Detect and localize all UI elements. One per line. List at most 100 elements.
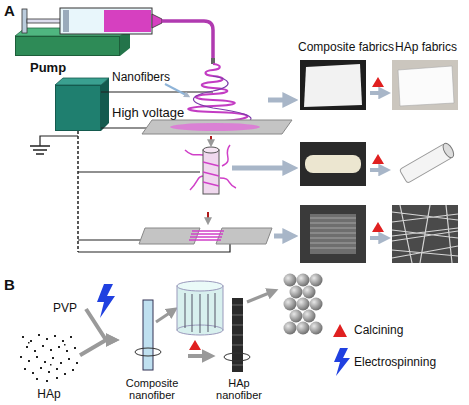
node-text: HAp nanofiber bbox=[212, 377, 266, 402]
drum-collector bbox=[203, 150, 219, 194]
legend-electrospinning-symbol bbox=[334, 348, 350, 376]
grain bbox=[310, 274, 323, 287]
electrode-plate bbox=[216, 228, 272, 244]
polymer-solution bbox=[104, 10, 151, 32]
sem-fibers bbox=[392, 205, 458, 263]
grain bbox=[290, 310, 303, 323]
photo-hap-fabric bbox=[392, 60, 458, 110]
legend-text: Electrospinning bbox=[354, 355, 436, 369]
node-text: High voltage bbox=[112, 106, 184, 121]
grain bbox=[297, 274, 310, 287]
node-text: Pump bbox=[30, 61, 66, 76]
grain bbox=[284, 322, 297, 335]
plunger-handle bbox=[22, 9, 27, 33]
composite-nanofiber: Composite nanofiber bbox=[116, 296, 188, 402]
nanofiber-jet bbox=[193, 76, 251, 124]
grain bbox=[290, 286, 303, 299]
rotation-arrow bbox=[210, 136, 212, 144]
hap-tube bbox=[399, 142, 455, 184]
photo-composite-tube bbox=[300, 142, 366, 186]
grain bbox=[297, 298, 310, 311]
pump-block: Pump bbox=[15, 36, 120, 56]
process-arrow bbox=[274, 234, 292, 239]
electrode-plate bbox=[139, 228, 200, 244]
panel-letter: A bbox=[4, 2, 15, 19]
ground-wire bbox=[40, 136, 78, 146]
process-arrow bbox=[232, 166, 292, 171]
part-label: Nanofibers bbox=[112, 70, 170, 84]
process-arrow bbox=[268, 98, 292, 103]
syringe-barrel bbox=[60, 8, 152, 34]
panel-letter: B bbox=[4, 276, 15, 293]
cross-section-ring bbox=[135, 348, 161, 356]
column-heading: Composite fabrics bbox=[298, 40, 394, 54]
process-arrow bbox=[370, 168, 386, 172]
node-text: Composite nanofiber bbox=[116, 377, 188, 402]
legend-calcining-symbol bbox=[333, 324, 347, 337]
hap-source: HAp bbox=[18, 330, 80, 402]
grain bbox=[303, 310, 316, 323]
aligned-fibers bbox=[189, 231, 224, 240]
plunger-head bbox=[63, 10, 69, 32]
process-connector bbox=[86, 309, 114, 340]
hap-particles bbox=[20, 334, 78, 382]
pointer-arrow bbox=[165, 84, 188, 96]
sem-image bbox=[392, 205, 458, 263]
legend-text: Calcining bbox=[354, 323, 403, 337]
fiber-stripes bbox=[310, 218, 356, 248]
ground-wire-dotted bbox=[77, 131, 79, 252]
grain bbox=[284, 298, 297, 311]
hap-nanofiber: HAp nanofiber bbox=[212, 296, 266, 402]
ground-symbol bbox=[30, 146, 50, 154]
grain bbox=[303, 286, 316, 299]
calcining-triangle bbox=[372, 77, 384, 87]
electrode-wire bbox=[78, 239, 142, 240]
feed-tube bbox=[162, 21, 213, 60]
drum-top bbox=[203, 147, 219, 153]
grain bbox=[310, 322, 323, 335]
hv-top bbox=[55, 78, 109, 85]
flat-collector bbox=[142, 120, 292, 134]
electrospinning-symbol bbox=[97, 284, 115, 318]
calcining-triangle bbox=[372, 222, 384, 232]
plunger-rod bbox=[27, 19, 63, 23]
tube-end bbox=[441, 142, 456, 160]
deposit-arrow bbox=[207, 212, 209, 222]
composite-fiber bbox=[143, 300, 153, 370]
photo-composite-aligned bbox=[300, 205, 366, 263]
fiber-texture bbox=[232, 305, 243, 365]
hv-side bbox=[101, 78, 109, 131]
high-voltage-supply: High voltage bbox=[55, 85, 101, 131]
grain-column bbox=[284, 274, 323, 335]
node-text: HAp bbox=[37, 388, 60, 402]
calcining-triangle bbox=[372, 154, 384, 164]
pvp-source: PVP bbox=[44, 300, 86, 318]
cross-section-ring bbox=[224, 353, 250, 361]
drum-wire bbox=[78, 171, 200, 172]
column-heading: HAp fabrics bbox=[395, 40, 457, 54]
fabric-sheet bbox=[398, 66, 454, 106]
process-arrow bbox=[370, 91, 386, 95]
process-connector bbox=[188, 354, 210, 358]
fibers-in-cylinder bbox=[185, 293, 215, 333]
photo-composite-fabric bbox=[300, 60, 366, 110]
fabric-sheet bbox=[304, 64, 362, 107]
electrode-wire bbox=[78, 244, 230, 252]
grain bbox=[284, 274, 297, 287]
node-text: PVP bbox=[53, 302, 77, 316]
aligned-mat bbox=[310, 214, 356, 254]
syringe-tip bbox=[152, 14, 162, 28]
calcining-triangle bbox=[189, 340, 201, 350]
fiber-mat bbox=[170, 123, 260, 131]
hv-wire bbox=[101, 91, 213, 92]
process-arrow bbox=[247, 291, 274, 302]
process-connector bbox=[80, 340, 114, 355]
cylinder-top bbox=[177, 281, 223, 291]
grain bbox=[297, 322, 310, 335]
wound-fibers bbox=[203, 162, 219, 186]
photo-hap-tube bbox=[392, 138, 458, 190]
process-arrow bbox=[370, 236, 386, 240]
